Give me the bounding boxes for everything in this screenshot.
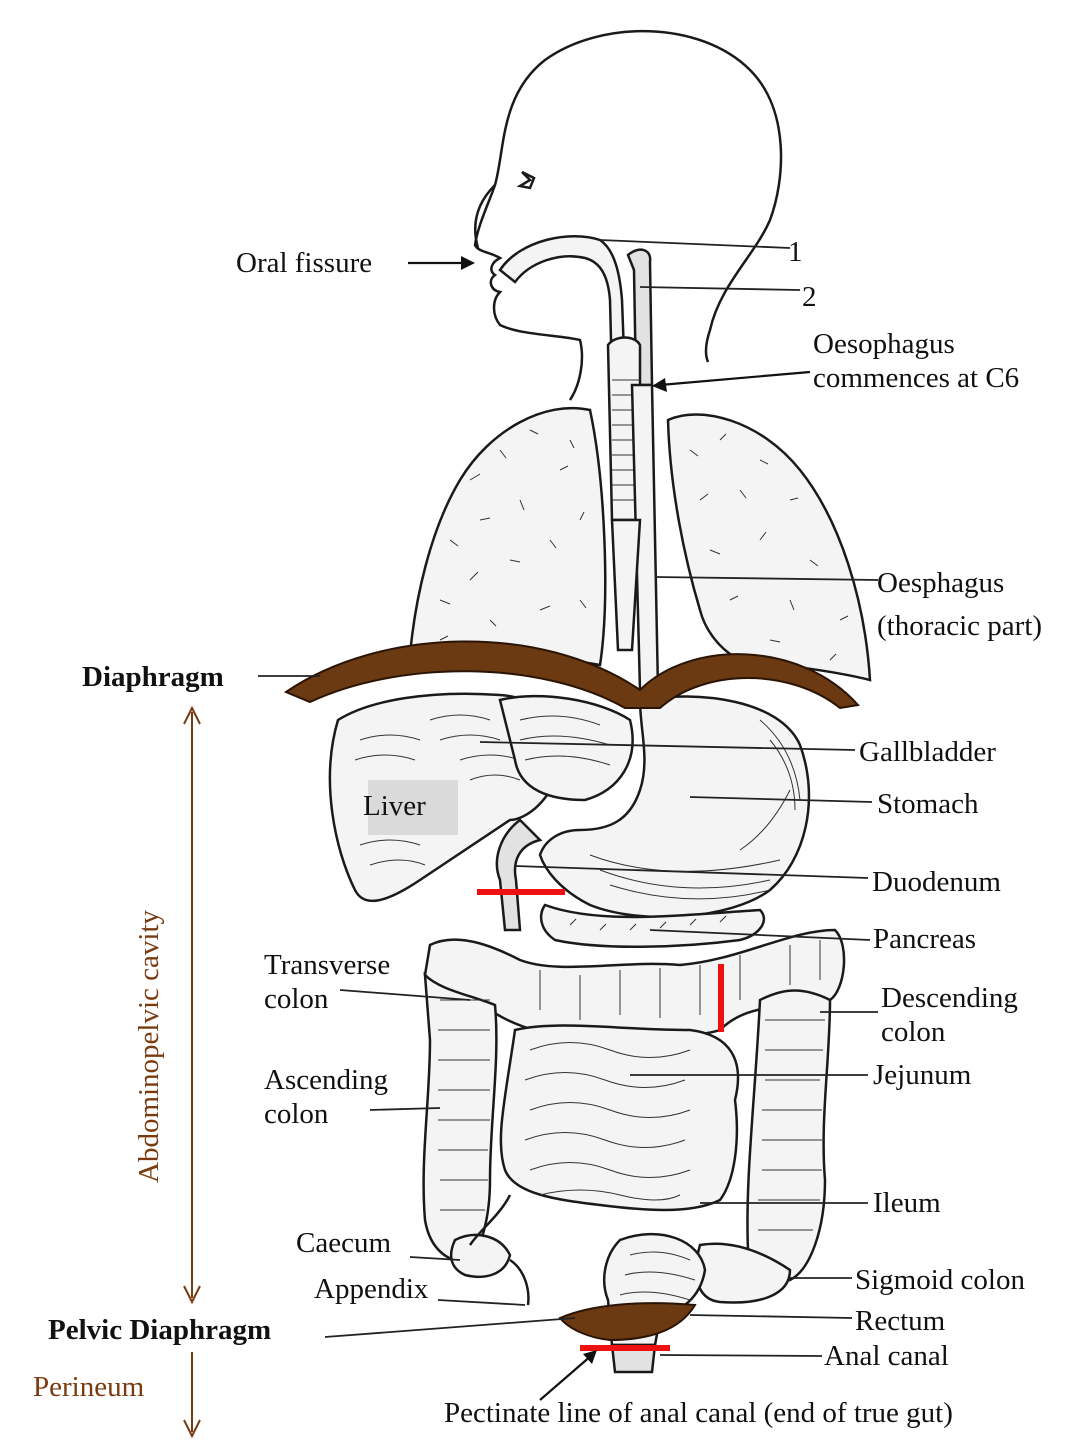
label-number-2: 2 [802, 281, 817, 313]
label-descending-colon-line2: colon [881, 1016, 946, 1048]
right-lung [666, 413, 872, 682]
label-descending-colon-line1: Descending [881, 982, 1018, 1014]
label-transverse-colon-line1: Transverse [264, 949, 390, 981]
label-sigmoid-colon: Sigmoid colon [855, 1264, 1025, 1296]
label-transverse-colon-line2: colon [264, 983, 329, 1015]
label-caecum: Caecum [296, 1227, 391, 1259]
label-gallbladder: Gallbladder [859, 736, 996, 768]
perineum-bracket [183, 1352, 201, 1439]
label-jejunum: Jejunum [873, 1059, 972, 1091]
label-pelvic-diaphragm: Pelvic Diaphragm [48, 1314, 271, 1346]
left-lung [408, 406, 607, 667]
label-oral-fissure: Oral fissure [236, 247, 372, 279]
head-outline [473, 30, 783, 401]
label-diaphragm: Diaphragm [82, 661, 224, 693]
label-ascending-colon-line2: colon [264, 1098, 329, 1130]
leader-lines [258, 239, 879, 1357]
label-abdominopelvic-cavity: Abdominopelvic cavity [133, 909, 165, 1183]
label-oesophagus-thoracic-line1: Oesphagus [877, 567, 1004, 599]
label-anal-canal: Anal canal [824, 1340, 949, 1372]
diaphragm-shape [283, 640, 860, 710]
label-perineum: Perineum [33, 1371, 145, 1403]
small-intestine [468, 1024, 740, 1246]
label-stomach: Stomach [877, 788, 979, 820]
pelvic-diaphragm-shape [558, 1302, 697, 1342]
label-pectinate-line: Pectinate line of anal canal (end of tru… [444, 1397, 953, 1429]
label-oesophagus-c6-line1: Oesophagus [813, 328, 955, 360]
arrows [408, 256, 811, 1401]
label-liver: Liver [363, 790, 426, 822]
label-appendix: Appendix [314, 1273, 429, 1305]
large-intestine [422, 928, 846, 1306]
duodenum [495, 694, 634, 932]
label-number-1: 1 [788, 236, 803, 268]
oesophagus-thoracic [610, 383, 660, 692]
label-duodenum: Duodenum [872, 866, 1001, 898]
liver [328, 692, 562, 903]
label-ascending-colon-line1: Ascending [264, 1064, 388, 1096]
abdominopelvic-bracket [183, 705, 201, 1305]
label-oesophagus-thoracic-line2: (thoracic part) [877, 610, 1042, 642]
stomach [538, 695, 811, 919]
label-pancreas: Pancreas [873, 923, 976, 955]
label-rectum: Rectum [855, 1305, 946, 1337]
label-ileum: Ileum [873, 1187, 941, 1219]
pancreas [539, 903, 766, 948]
label-oesophagus-c6-line2: commences at C6 [813, 362, 1019, 394]
